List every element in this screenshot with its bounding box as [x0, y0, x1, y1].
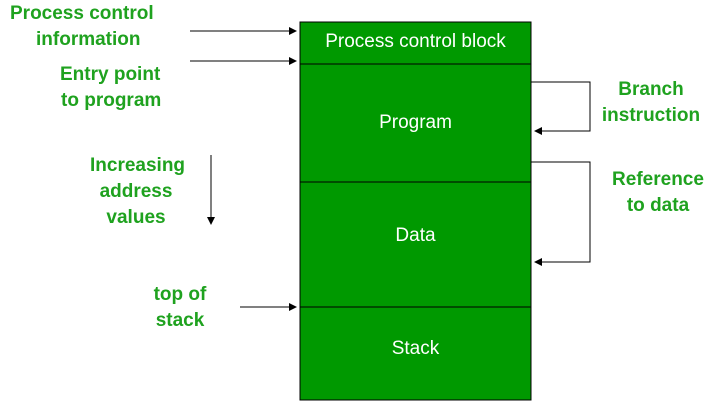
- segment-label-pcb: Process control block: [325, 31, 506, 52]
- branch-instruction-arrow: [531, 81, 591, 135]
- increasing-address-line-1: Increasing: [90, 155, 186, 176]
- top-of-stack-label: top of stack: [146, 282, 214, 334]
- reference-to-data-line-1: Reference: [612, 169, 704, 190]
- branch-instruction-line-2: instruction: [601, 105, 701, 126]
- pcb-info-label: Process control information: [10, 1, 154, 53]
- pcb-info-line-1: Process control: [10, 3, 154, 24]
- pcb-info-line-2: information: [36, 29, 141, 50]
- segment-label-program: Program: [379, 112, 452, 133]
- increasing-address-line-3: values: [106, 207, 166, 228]
- reference-to-data-arrow: [531, 161, 591, 266]
- top-of-stack-line-2: stack: [155, 310, 205, 331]
- segment-label-stack: Stack: [391, 338, 440, 359]
- segment-label-data: Data: [395, 225, 436, 246]
- memory-block: [299, 21, 532, 401]
- increasing-address-line-2: address: [99, 181, 173, 202]
- entry-point-line-1: Entry point: [60, 64, 161, 85]
- branch-instruction-label: Branch instruction: [594, 77, 708, 129]
- increasing-address-label: Increasing address values: [90, 153, 186, 231]
- top-of-stack-line-1: top of: [153, 284, 207, 305]
- reference-to-data-line-2: to data: [626, 195, 690, 216]
- branch-instruction-line-1: Branch: [618, 79, 684, 100]
- entry-point-line-2: to program: [61, 90, 162, 111]
- reference-to-data-label: Reference to data: [604, 167, 712, 219]
- entry-point-label: Entry point to program: [60, 62, 161, 114]
